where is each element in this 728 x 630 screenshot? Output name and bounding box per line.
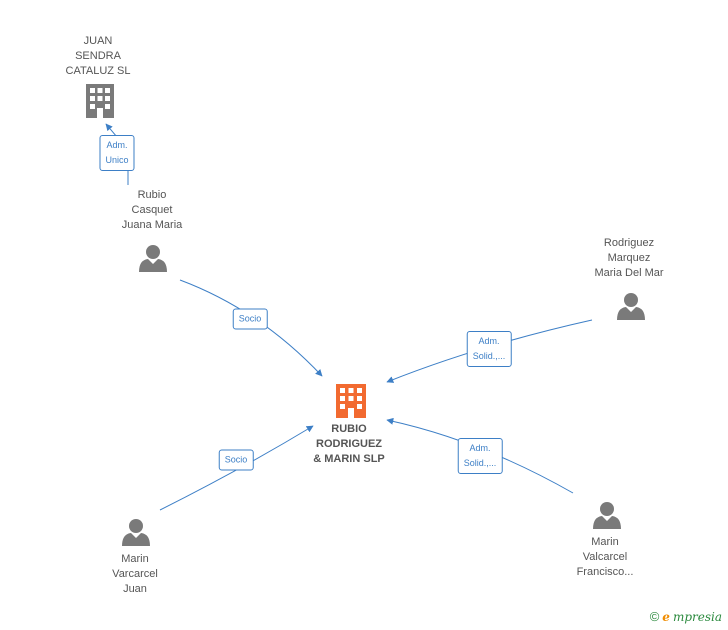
brand-name: mpresia	[672, 609, 722, 624]
edge-label-socio-top: Socio	[232, 308, 268, 330]
building-icon	[86, 84, 114, 118]
edge-label-adm-solid-bottom: Adm. Solid.,...	[457, 438, 503, 474]
edge-label-adm-unico: Adm. Unico	[99, 135, 135, 171]
edge-label-adm-solid-top: Adm. Solid.,...	[466, 331, 512, 367]
node-label-rubio-rodriguez-marin[interactable]: RUBIO RODRIGUEZ & MARIN SLP	[313, 423, 385, 465]
copyright-symbol: ©	[649, 609, 660, 624]
person-icon	[122, 519, 150, 546]
node-label-juan-sendra-cataluz[interactable]: JUAN SENDRA CATALUZ SL	[65, 35, 131, 77]
main-building-icon	[336, 384, 366, 418]
node-label-rubio-casquet[interactable]: Rubio Casquet Juana Maria	[121, 189, 183, 231]
node-label-marin-varcarcel[interactable]: Marin Varcarcel Juan	[112, 553, 158, 595]
person-icon	[139, 245, 167, 272]
person-icon	[593, 502, 621, 529]
person-icon	[617, 293, 645, 320]
node-label-marin-valcarcel[interactable]: Marin Valcarcel Francisco...	[576, 536, 634, 578]
node-label-rodriguez-marquez[interactable]: Rodriguez Marquez Maria Del Mar	[594, 237, 664, 279]
brand-e: e	[662, 609, 670, 624]
edge-label-socio-bottom: Socio	[218, 449, 254, 471]
